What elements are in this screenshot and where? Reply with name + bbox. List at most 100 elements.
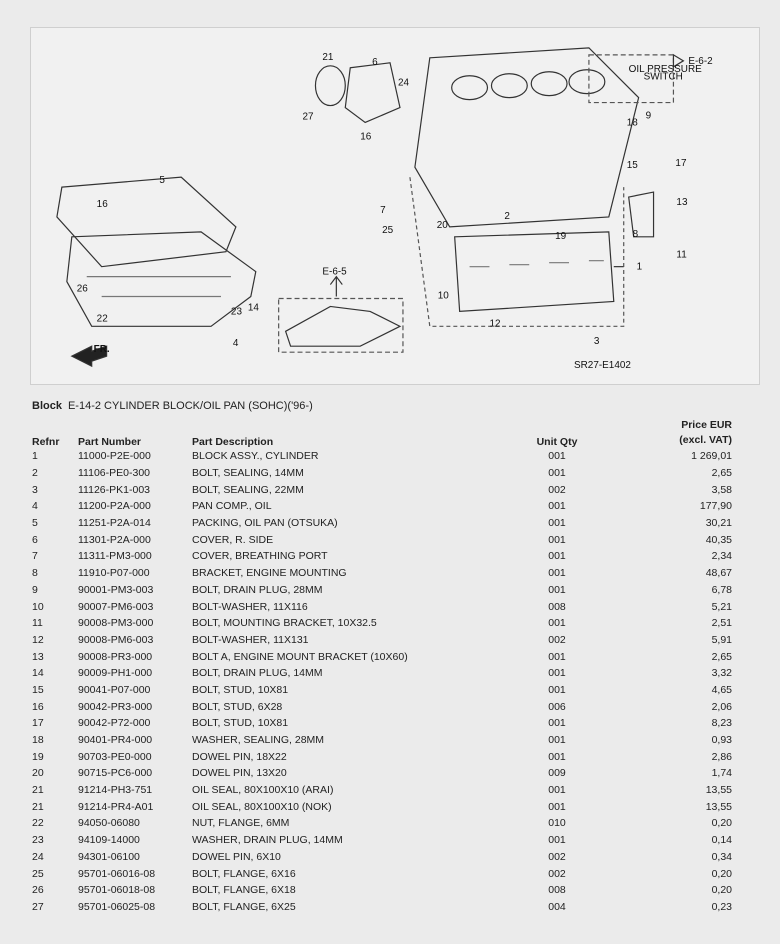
cell-refnr: 11 [32,617,43,630]
mount-bracket [628,191,655,238]
cell-description: BOLT, FLANGE, 6X25 [192,900,296,913]
cell-part-number: 94050-06080 [78,817,140,830]
cell-qty: 010 [548,817,566,830]
cell-part-number: 11000-P2E-000 [78,450,151,463]
callout[interactable]: 17 [675,158,687,169]
callout[interactable]: 26 [77,284,89,295]
callout[interactable]: 2 [504,211,510,222]
cell-qty: 001 [548,517,566,530]
callout[interactable]: 23 [231,306,243,317]
cell-price: 13,55 [705,784,732,797]
cell-price: 0,34 [711,850,732,863]
callout[interactable]: 13 [676,197,688,208]
cell-price: 2,06 [711,700,732,713]
cell-description: COVER, BREATHING PORT [192,550,328,563]
cell-part-number: 90009-PH1-000 [78,667,153,680]
cell-price: 0,14 [711,834,732,847]
cell-qty: 001 [548,750,566,763]
callout[interactable]: 27 [303,111,315,122]
cell-refnr: 24 [32,850,44,863]
callout[interactable]: 20 [437,220,449,231]
cell-refnr: 27 [32,900,44,913]
callout[interactable]: 24 [398,78,410,89]
callout[interactable]: 19 [555,231,567,242]
callout[interactable]: 4 [233,338,239,349]
cell-price: 0,20 [711,817,732,830]
header-qty: Unit Qty [536,436,578,448]
front-label: FR. [94,344,110,355]
callout[interactable]: 18 [627,117,639,128]
cell-part-number: 91214-PR4-A01 [78,800,154,813]
cell-part-number: 90042-P72-000 [78,717,151,730]
callout[interactable]: 22 [97,313,109,324]
callout[interactable]: 3 [594,336,600,347]
cell-refnr: 17 [32,717,44,730]
callout[interactable]: 1 [637,262,643,273]
cell-qty: 001 [548,500,566,513]
cell-part-number: 11301-P2A-000 [78,533,151,546]
cell-refnr: 7 [32,550,38,563]
oil-pan-gasket [56,176,237,268]
cell-qty: 001 [548,734,566,747]
callout[interactable]: 6 [372,57,378,68]
cell-description: BLOCK ASSY., CYLINDER [192,450,319,463]
callout[interactable]: 9 [646,110,652,121]
cell-description: BOLT, MOUNTING BRACKET, 10X32.5 [192,617,377,630]
cell-refnr: 1 [32,450,38,463]
cell-qty: 001 [548,717,566,730]
callout[interactable]: 15 [627,160,639,171]
oil-pan [66,231,257,327]
callout[interactable]: 16 [97,199,109,210]
cell-description: BOLT, DRAIN PLUG, 28MM [192,583,323,596]
diagram-code: SR27-E1402 [574,360,631,371]
callout[interactable]: 11 [676,250,687,261]
cell-price: 8,23 [711,717,732,730]
cell-price: 48,67 [705,567,732,580]
cell-refnr: 15 [32,683,44,696]
callout[interactable]: 7 [380,205,386,216]
callout[interactable]: 8 [633,229,639,240]
callout[interactable]: 14 [248,302,260,313]
callout[interactable]: 21 [322,52,334,63]
callout[interactable]: 25 [382,225,394,236]
callout[interactable]: 12 [489,318,501,329]
cell-part-number: 90007-PM6-003 [78,600,154,613]
callout[interactable]: 5 [159,175,165,186]
callout[interactable]: 10 [438,290,450,301]
ref-e-6-5[interactable]: E-6-5 [322,267,347,278]
cell-refnr: 22 [32,817,44,830]
header-refnr: Refnr [32,436,60,448]
ref-e-6-2[interactable]: E-6-2 [688,56,713,67]
cell-qty: 009 [548,767,566,780]
callout[interactable]: 16 [360,131,372,142]
cell-qty: 006 [548,700,566,713]
